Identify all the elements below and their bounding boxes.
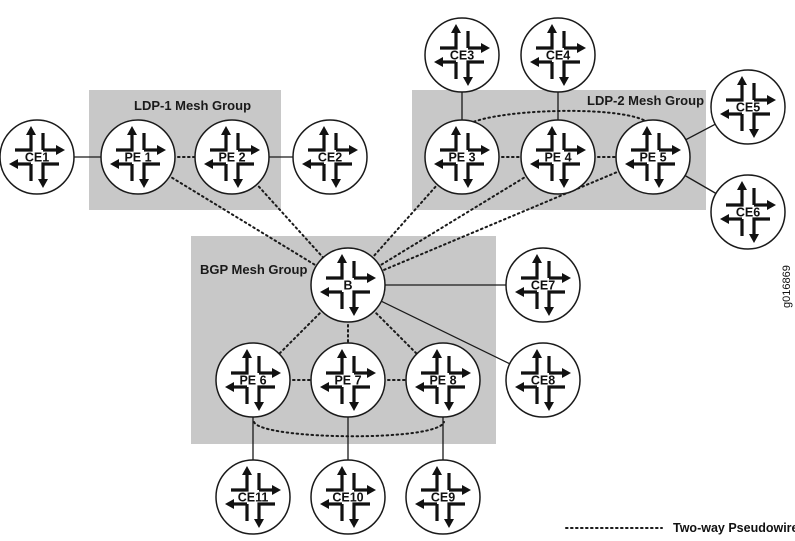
router-icon	[204, 126, 260, 188]
router-ce8-label: CE8	[531, 374, 555, 388]
router-pe3-label: PE 3	[448, 151, 475, 165]
router-pe6-label: PE 6	[239, 374, 266, 388]
router-pe8-label: PE 8	[429, 374, 456, 388]
pseudowire-pe2-b	[231, 156, 349, 286]
router-icon	[415, 466, 471, 528]
router-ce9-label: CE9	[431, 491, 455, 505]
router-icon	[320, 349, 376, 411]
router-pe7-circle	[310, 342, 386, 418]
router-ce1: CE1	[0, 119, 75, 195]
router-pe7: PE 7	[310, 342, 386, 418]
router-icon	[110, 126, 166, 188]
router-icon	[9, 126, 65, 188]
router-pe8-circle	[405, 342, 481, 418]
bgp-mesh-group-label: BGP Mesh Group	[200, 262, 307, 277]
router-pe3: PE 3	[424, 119, 500, 195]
router-pe2-label: PE 2	[218, 151, 245, 165]
router-ce7-circle	[505, 247, 581, 323]
router-pe5-circle	[615, 119, 691, 195]
router-b-circle	[310, 247, 386, 323]
router-icon	[434, 126, 490, 188]
router-ce1-circle	[0, 119, 75, 195]
ldp2-mesh-group-label: LDP-2 Mesh Group	[587, 93, 704, 108]
router-pe4-circle	[520, 119, 596, 195]
router-icon	[625, 126, 681, 188]
router-icon	[530, 24, 586, 86]
router-icon	[720, 76, 776, 138]
router-pe1: PE 1	[100, 119, 176, 195]
router-pe1-label: PE 1	[124, 151, 151, 165]
router-icon	[530, 126, 586, 188]
router-pe1-circle	[100, 119, 176, 195]
router-ce11-label: CE11	[238, 491, 269, 505]
router-pe4: PE 4	[520, 119, 596, 195]
router-ce11: CE11	[215, 459, 291, 535]
legend-pseudowire-label: Two-way Pseudowire	[673, 521, 795, 535]
router-icon	[515, 349, 571, 411]
router-ce8: CE8	[505, 342, 581, 418]
router-ce11-circle	[215, 459, 291, 535]
router-ce9: CE9	[405, 459, 481, 535]
router-pe4-label: PE 4	[544, 151, 571, 165]
router-ce5-circle	[710, 69, 786, 145]
router-ce10-circle	[310, 459, 386, 535]
router-ce5: CE5	[710, 69, 786, 145]
pseudowire-pe3-pe5-arc	[461, 109, 653, 131]
router-ce6: CE6	[710, 174, 786, 250]
router-ce4-circle	[520, 17, 596, 93]
router-pe8: PE 8	[405, 342, 481, 418]
router-pe6: PE 6	[215, 342, 291, 418]
router-icon	[302, 126, 358, 188]
router-ce7-label: CE7	[531, 279, 555, 293]
pseudowire-pe1-b	[137, 156, 349, 286]
router-b-label: B	[343, 279, 352, 293]
router-pe3-circle	[424, 119, 500, 195]
legend: Two-way Pseudowire	[565, 521, 795, 535]
router-ce5-label: CE5	[736, 101, 760, 115]
router-ce10-label: CE10	[332, 491, 363, 505]
router-ce3-label: CE3	[450, 49, 474, 63]
router-ce9-circle	[405, 459, 481, 535]
router-b: B	[310, 247, 386, 323]
ldp1-mesh-group-label: LDP-1 Mesh Group	[134, 98, 251, 113]
router-pe6-circle	[215, 342, 291, 418]
router-icon	[720, 181, 776, 243]
pseudowire-pe4-b	[347, 156, 559, 286]
router-icon	[320, 254, 376, 316]
router-ce6-label: CE6	[736, 206, 760, 220]
router-pe5-label: PE 5	[639, 151, 666, 165]
router-icon	[225, 466, 281, 528]
router-ce2: CE2	[292, 119, 368, 195]
router-ce2-label: CE2	[318, 151, 342, 165]
router-ce7: CE7	[505, 247, 581, 323]
router-ce4-label: CE4	[546, 49, 570, 63]
figure-id: g016869	[781, 265, 793, 308]
router-icon	[434, 24, 490, 86]
router-icon	[515, 254, 571, 316]
pseudowire-pe6-pe8-arc	[253, 421, 445, 438]
router-ce4: CE4	[520, 17, 596, 93]
router-icon	[225, 349, 281, 411]
router-ce6-circle	[710, 174, 786, 250]
router-icon	[415, 349, 471, 411]
router-ce3: CE3	[424, 17, 500, 93]
pseudowire-pe5-b	[347, 156, 654, 286]
router-pe2: PE 2	[194, 119, 270, 195]
router-ce2-circle	[292, 119, 368, 195]
router-ce1-label: CE1	[25, 151, 49, 165]
router-ce10: CE10	[310, 459, 386, 535]
router-ce8-circle	[505, 342, 581, 418]
router-pe7-label: PE 7	[334, 374, 361, 388]
router-pe5: PE 5	[615, 119, 691, 195]
router-pe2-circle	[194, 119, 270, 195]
router-ce3-circle	[424, 17, 500, 93]
pseudowire-pe3-b	[347, 156, 463, 286]
router-icon	[320, 466, 376, 528]
